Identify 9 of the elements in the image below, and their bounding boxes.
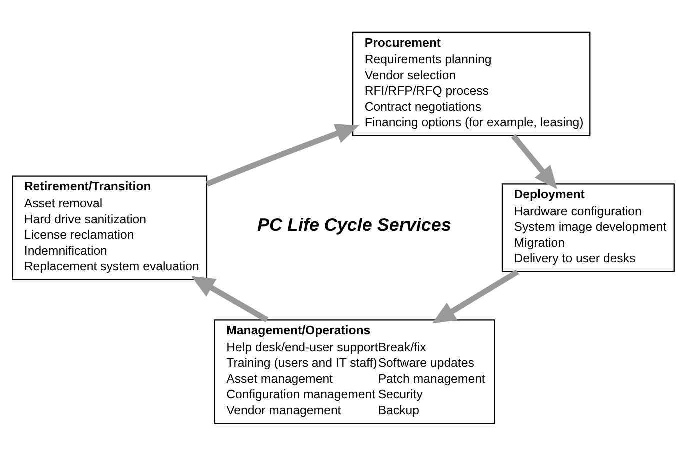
node-box: Deployment Hardware configuration System image development Migration Delivery to user desks <box>502 184 675 272</box>
arrow <box>206 124 360 187</box>
label: PC Life Cycle Services <box>258 215 452 236</box>
node-box: Management/Operations Help desk/end-user supportBreak/fix Training (users and IT staff)Software updates Asset management Patch management Configuration management Security Vendor management Backup <box>214 320 496 424</box>
arrow <box>511 134 558 190</box>
arrow <box>432 270 520 324</box>
node-box: Procurement Requirements planning Vendor selection RFI/RFP/RFQ process Contract negotiations Financing options (for example, leasing) <box>352 32 591 136</box>
arrow <box>191 276 269 323</box>
node-box: Retirement/Transition Asset removal Hard drive sanitization License reclamation Indemnification Replacement system evaluation <box>12 176 208 280</box>
